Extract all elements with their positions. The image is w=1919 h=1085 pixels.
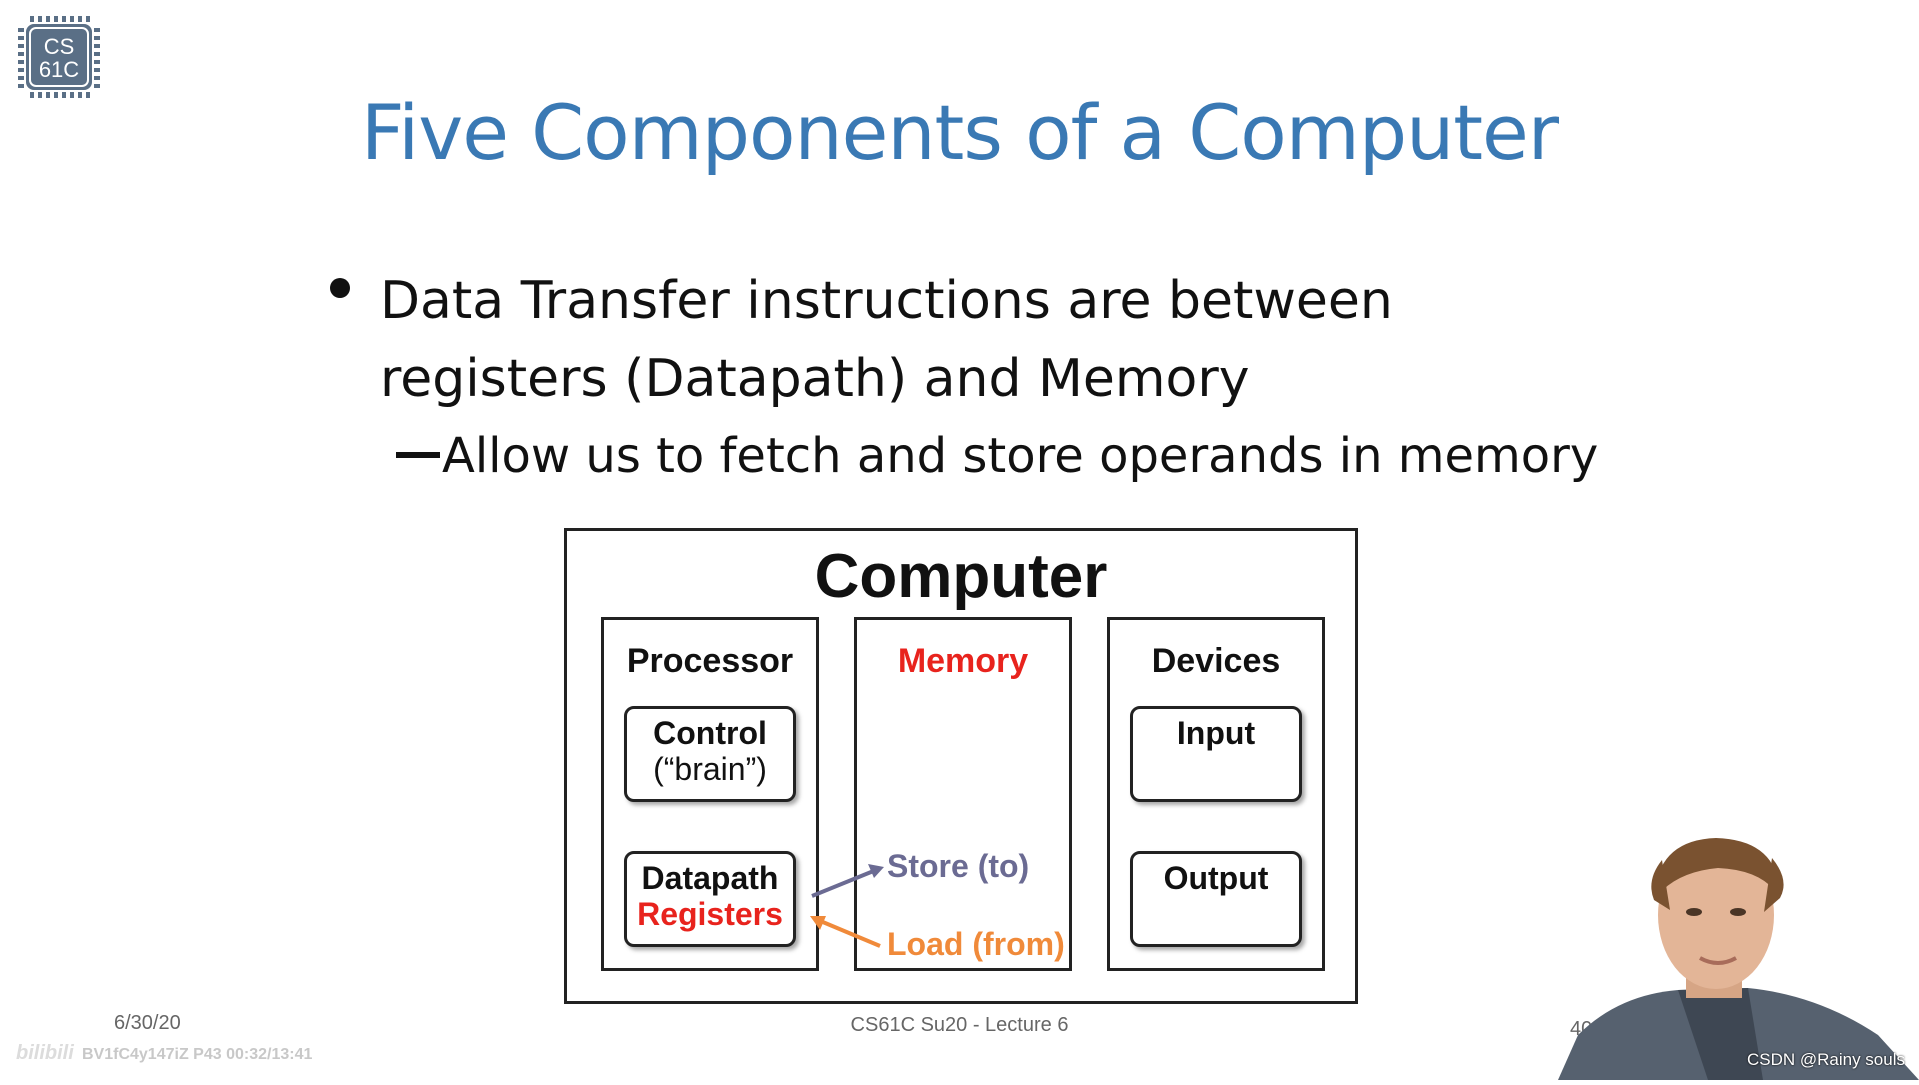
control-box: Control (“brain”) [624,706,796,802]
input-label: Input [1176,715,1256,751]
bullet-dot [330,278,350,298]
input-box: Input [1130,706,1302,802]
control-label: Control [653,715,767,751]
memory-label: Memory [897,642,1029,680]
datapath-label: Datapath [641,860,779,896]
load-label: Load (from) [887,926,1065,962]
store-label: Store (to) [887,848,1030,884]
site-watermark-logo: bilibili [16,1042,74,1064]
sub-bullet-dash [396,452,440,458]
devices-column: Devices Input Output [1107,617,1325,971]
footer-date: 6/30/20 [114,1012,181,1034]
devices-label: Devices [1151,642,1281,680]
footer-course: CS61C Su20 - Lecture 6 [850,1014,1069,1036]
registers-label: Registers [637,896,783,932]
diagram-title: Computer [814,542,1108,611]
logo-text-line2: 61C [39,57,79,82]
sub-bullet-text: Allow us to fetch and store operands in … [442,428,1599,484]
bullet-text: Data Transfer instructions are between r… [380,262,1580,418]
slide-title: Five Components of a Computer [360,88,1559,177]
store-arrow [811,864,884,898]
memory-column: Memory [854,617,1072,971]
bullet-line-1: Data Transfer instructions are between [380,271,1393,331]
control-sublabel: (“brain”) [653,751,767,787]
presenter-video [1558,820,1919,1080]
output-label: Output [1163,860,1269,896]
csdn-credit-watermark: CSDN @Rainy souls [1746,1050,1905,1069]
computer-diagram: Computer Processor Control (“brain”) Dat… [564,528,1358,1004]
bullet-line-2: registers (Datapath) and Memory [380,349,1250,409]
video-id-watermark: BV1fC4y147iZ P43 00:32/13:41 [82,1046,313,1063]
logo-text-line1: CS [44,34,75,59]
course-logo: CS 61C [16,14,102,100]
processor-column: Processor Control (“brain”) Datapath Reg… [601,617,819,971]
output-box: Output [1130,851,1302,947]
datapath-box: Datapath Registers [624,851,796,947]
processor-label: Processor [626,642,794,680]
load-arrow [810,916,881,948]
